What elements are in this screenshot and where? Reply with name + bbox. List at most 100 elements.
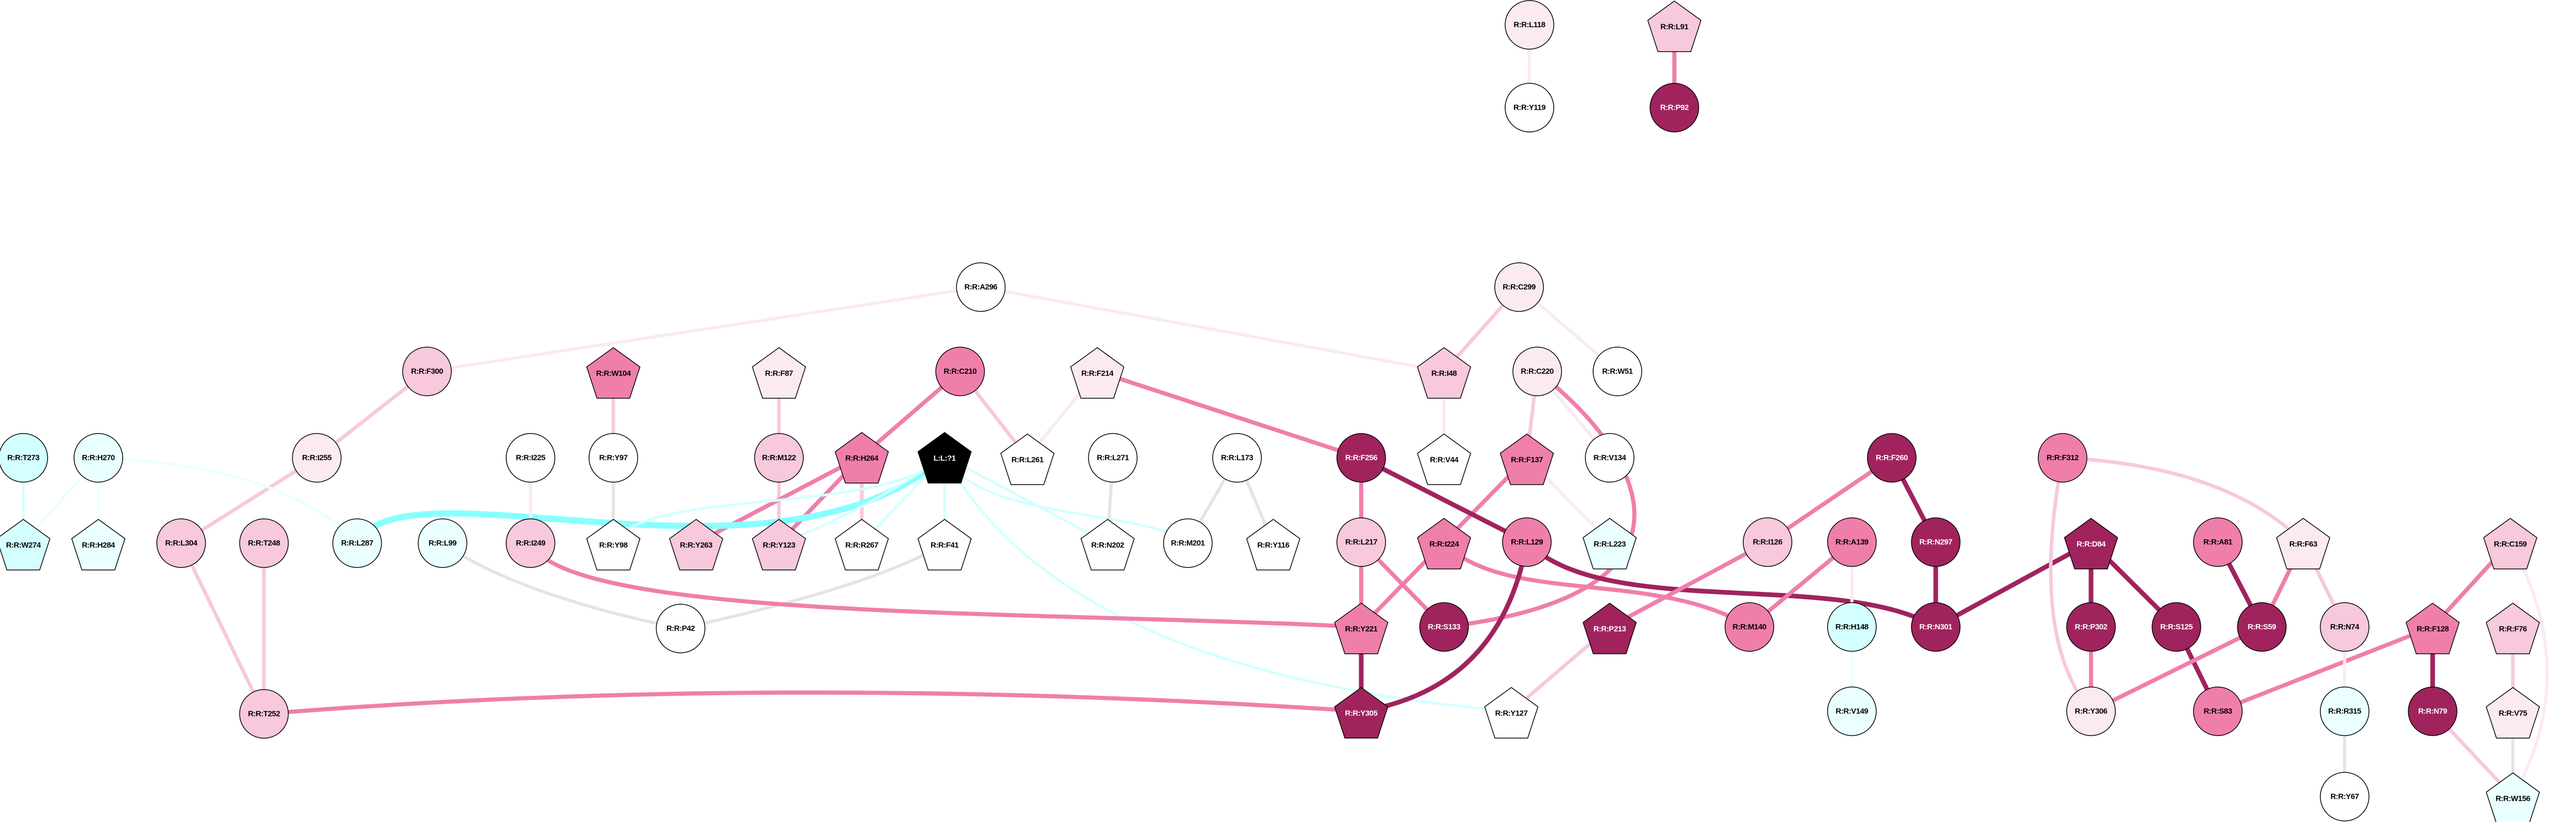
node-f76[interactable]: R:R:F76: [2485, 603, 2540, 654]
node-h284[interactable]: R:R:H284: [71, 519, 126, 571]
node-s133[interactable]: R:R:S133: [1419, 602, 1469, 652]
node-t248[interactable]: R:R:T248: [239, 518, 289, 568]
node-n79[interactable]: R:R:N79: [2408, 686, 2457, 736]
node-circle-shape: [1725, 602, 1774, 652]
node-y123[interactable]: R:R:Y123: [752, 519, 806, 571]
node-w274[interactable]: R:R:W274: [0, 519, 51, 571]
node-n301[interactable]: R:R:N301: [1911, 602, 1961, 652]
edge-f41-p42: [680, 542, 946, 630]
node-m122[interactable]: R:R:M122: [754, 433, 804, 483]
node-circle-shape: [2320, 772, 2369, 821]
node-y98[interactable]: R:R:Y98: [586, 519, 641, 571]
node-a81[interactable]: R:R:A81: [2193, 517, 2243, 567]
node-i224[interactable]: R:R:I224: [1417, 518, 1471, 570]
node-f128[interactable]: R:R:F128: [2405, 603, 2460, 654]
node-label: R:R:F300: [411, 367, 443, 376]
node-v44[interactable]: R:R:V44: [1417, 434, 1471, 485]
node-f87[interactable]: R:R:F87: [752, 347, 806, 399]
node-f312[interactable]: R:R:F312: [2038, 433, 2087, 483]
node-n74[interactable]: R:R:N74: [2320, 602, 2369, 652]
node-f300[interactable]: R:R:F300: [402, 347, 452, 396]
node-l129[interactable]: R:R:L129: [1502, 517, 1552, 567]
node-p213[interactable]: R:R:P213: [1582, 603, 1637, 654]
node-l304[interactable]: R:R:L304: [156, 518, 206, 568]
node-v149[interactable]: R:R:V149: [1827, 686, 1877, 736]
node-circle-shape: [292, 433, 342, 483]
node-w104[interactable]: R:R:W104: [586, 347, 641, 399]
node-p302[interactable]: R:R:P302: [2066, 602, 2116, 652]
node-a139[interactable]: R:R:A139: [1827, 517, 1877, 567]
node-s125[interactable]: R:R:S125: [2152, 602, 2201, 652]
node-label: R:R:S125: [2160, 623, 2193, 632]
node-y305[interactable]: R:R:Y305: [1334, 687, 1389, 739]
node-i225[interactable]: R:R:I225: [506, 433, 555, 483]
node-d84[interactable]: R:R:D84: [2064, 518, 2118, 570]
node-n297[interactable]: R:R:N297: [1911, 517, 1961, 567]
node-label: R:R:Y263: [680, 541, 713, 550]
node-h264[interactable]: R:R:H264: [834, 432, 889, 484]
node-l99[interactable]: R:R:L99: [418, 518, 467, 568]
node-n202[interactable]: R:R:N202: [1080, 519, 1135, 571]
node-label: R:R:N301: [1919, 623, 1952, 632]
node-l223[interactable]: R:R:L223: [1582, 518, 1637, 570]
node-f256[interactable]: R:R:F256: [1336, 433, 1386, 483]
node-circle-shape: [1743, 517, 1792, 567]
node-pentagon-shape: [586, 347, 641, 399]
node-y306[interactable]: R:R:Y306: [2066, 686, 2116, 736]
node-c220[interactable]: R:R:C220: [1512, 347, 1562, 396]
node-s83[interactable]: R:R:S83: [2193, 686, 2243, 736]
node-a296[interactable]: R:R:A296: [956, 262, 1006, 312]
node-p92[interactable]: R:R:P92: [1650, 83, 1699, 132]
node-pentagon-shape: [917, 519, 972, 571]
node-c210[interactable]: R:R:C210: [935, 347, 985, 396]
node-l261[interactable]: R:R:L261: [1000, 434, 1055, 485]
node-i126[interactable]: R:R:I126: [1743, 517, 1792, 567]
node-s59[interactable]: R:R:S59: [2237, 602, 2287, 652]
node-y221[interactable]: R:R:Y221: [1334, 603, 1389, 654]
node-i249[interactable]: R:R:I249: [506, 518, 555, 568]
node-l118[interactable]: R:R:L118: [1505, 0, 1554, 50]
node-circle-shape: [0, 433, 48, 483]
node-l217[interactable]: R:R:L217: [1336, 517, 1386, 567]
node-w156[interactable]: R:R:W156: [2485, 772, 2540, 822]
node-r315[interactable]: R:R:R315: [2320, 686, 2369, 736]
node-y97[interactable]: R:R:Y97: [588, 433, 638, 483]
node-c159[interactable]: R:R:C159: [2483, 518, 2538, 570]
node-i255[interactable]: R:R:I255: [292, 433, 342, 483]
node-l173[interactable]: R:R:L173: [1212, 433, 1262, 483]
node-m201[interactable]: R:R:M201: [1163, 518, 1213, 568]
node-circle-shape: [1827, 517, 1877, 567]
node-y116[interactable]: R:R:Y116: [1246, 519, 1301, 571]
node-label: R:R:F260: [1876, 454, 1908, 462]
node-f260[interactable]: R:R:F260: [1867, 433, 1917, 483]
node-circle-shape: [1336, 433, 1386, 483]
node-f214[interactable]: R:R:F214: [1070, 347, 1125, 399]
node-f41[interactable]: R:R:F41: [917, 519, 972, 571]
node-y263[interactable]: R:R:Y263: [669, 519, 724, 571]
node-w51[interactable]: R:R:W51: [1593, 347, 1642, 396]
node-f63[interactable]: R:R:F63: [2276, 518, 2331, 570]
node-label: R:R:M140: [1732, 623, 1766, 632]
edge-f214-f256: [1096, 369, 1362, 460]
node-lig[interactable]: L:L:?1: [917, 432, 972, 484]
node-y67[interactable]: R:R:Y67: [2320, 772, 2369, 821]
node-y119[interactable]: R:R:Y119: [1505, 83, 1554, 132]
node-i48[interactable]: R:R:I48: [1417, 347, 1471, 399]
node-f137[interactable]: R:R:F137: [1499, 434, 1554, 485]
node-l271[interactable]: R:R:L271: [1088, 433, 1138, 483]
node-pentagon-shape: [2483, 518, 2538, 570]
node-p42[interactable]: R:R:P42: [656, 604, 705, 653]
node-v134[interactable]: R:R:V134: [1585, 433, 1635, 483]
node-r267[interactable]: R:R:R267: [834, 519, 889, 571]
node-m140[interactable]: R:R:M140: [1725, 602, 1774, 652]
node-t273[interactable]: R:R:T273: [0, 433, 48, 483]
node-l287[interactable]: R:R:L287: [332, 518, 382, 568]
node-h270[interactable]: R:R:H270: [73, 433, 123, 483]
node-h148[interactable]: R:R:H148: [1827, 602, 1877, 652]
node-t252[interactable]: R:R:T252: [239, 689, 289, 739]
node-l91[interactable]: R:R:L91: [1647, 1, 1702, 52]
node-label: R:R:L304: [165, 539, 198, 548]
node-y127[interactable]: R:R:Y127: [1484, 687, 1539, 739]
node-v75[interactable]: R:R:V75: [2485, 687, 2540, 739]
node-c299[interactable]: R:R:C299: [1494, 262, 1544, 312]
